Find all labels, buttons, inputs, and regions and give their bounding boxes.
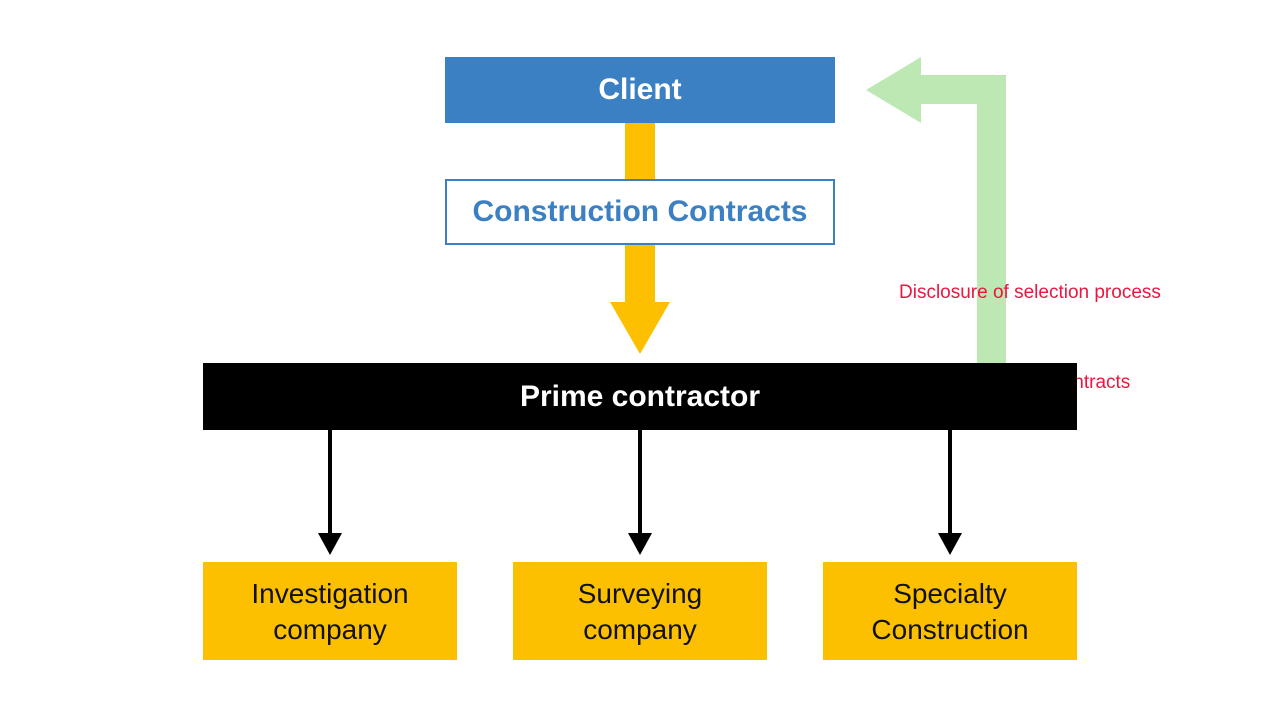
- construction-contracts-label: Construction Contracts: [472, 195, 808, 228]
- subcontractor-label-line-2: company: [273, 614, 387, 645]
- prime-contractor-box: Prime contractor: [203, 363, 1077, 430]
- subcontractor-specialty-box: Specialty Construction: [823, 562, 1077, 660]
- subcontract-arrow-specialty: [938, 430, 962, 555]
- subcontractor-surveying-box: Surveying company: [513, 562, 767, 660]
- subcontractor-label-line-1: Investigation: [251, 578, 409, 609]
- disclosure-line-1: Disclosure of selection process: [899, 282, 1161, 303]
- subcontractor-investigation-box: Investigation company: [203, 562, 457, 660]
- disclosure-flow-arrow: [866, 57, 1006, 363]
- prime-contractor-label: Prime contractor: [519, 379, 761, 413]
- construction-contracts-box: Construction Contracts: [445, 179, 835, 245]
- subcontractor-label-line-1: Specialty: [893, 578, 1007, 609]
- subcontractor-label-line-2: Construction: [871, 614, 1029, 645]
- client-label: Client: [598, 73, 682, 106]
- subcontract-arrow-investigation: [318, 430, 342, 555]
- client-box: Client: [445, 57, 835, 123]
- subcontractor-label-line-1: Surveying: [577, 578, 703, 609]
- subcontractor-label-line-2: company: [583, 614, 697, 645]
- subcontract-arrow-surveying: [628, 430, 652, 555]
